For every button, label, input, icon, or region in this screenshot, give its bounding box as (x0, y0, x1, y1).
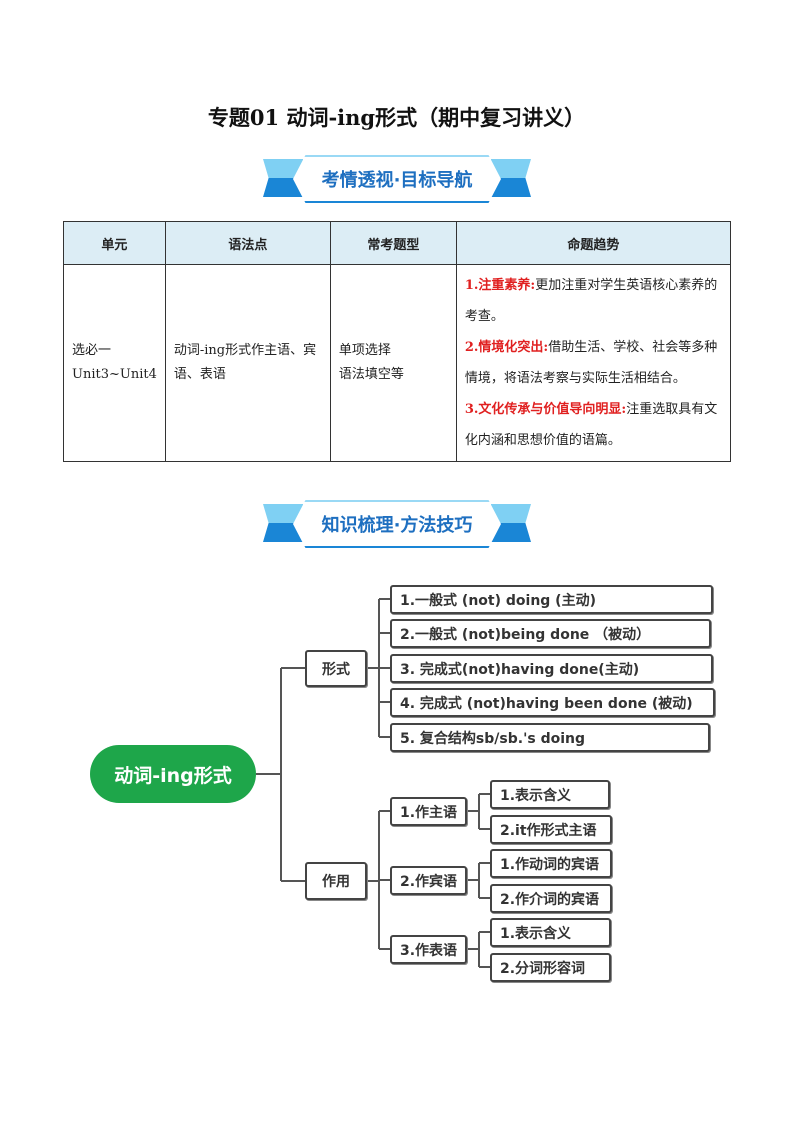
form-item: 1.一般式 (not) doing (主动) (390, 585, 713, 614)
unit-name: 选必一 (72, 343, 112, 358)
unit-cell: 选必一 Unit3~Unit4 (63, 264, 166, 462)
use-group: 2.作宾语 (390, 866, 467, 895)
trend-item: 3.文化传承与价值导向明显:注重选取具有文化内涵和思想价值的语篇。 (465, 394, 722, 456)
use-group: 1.作主语 (390, 797, 467, 826)
use-leaf: 2.分词形容词 (490, 953, 611, 982)
use-leaf: 2.it作形式主语 (490, 815, 612, 844)
trend-label: 2.情境化突出: (464, 340, 549, 355)
exam-info-table: 单元 语法点 常考题型 命题趋势 选必一 Unit3~Unit4 动词-ing形式… (63, 221, 732, 462)
banner-label: 知识梳理·方法技巧 (321, 515, 473, 536)
grammar-cell: 动词-ing形式作主语、宾语、表语 (164, 264, 331, 462)
section-banner-exam: 考情透视·目标导航 (263, 155, 531, 203)
page-title: 专题01 动词-ing形式（期中复习讲义） (207, 105, 586, 130)
type-item: 语法填空等 (338, 367, 404, 382)
form-item: 4. 完成式 (not)having been done (被动) (390, 688, 715, 717)
section-banner-knowledge: 知识梳理·方法技巧 (263, 500, 531, 548)
form-item: 5. 复合结构sb/sb.'s doing (390, 723, 710, 752)
trend-text: 更加注重对学生英语核心素养的考查。 (464, 278, 718, 324)
use-group: 3.作表语 (390, 935, 467, 964)
table-header: 单元 (63, 221, 166, 265)
form-item: 2.一般式 (not)being done （被动） (390, 619, 711, 648)
trend-label: 1.注重素养: (464, 278, 536, 293)
trend-text: 借助生活、学校、社会等多种情境，将语法考察与实际生活相结合。 (464, 340, 718, 386)
use-leaf: 2.作介词的宾语 (490, 884, 612, 913)
use-leaf: 1.表示含义 (490, 780, 610, 809)
trend-item: 1.注重素养:更加注重对学生英语核心素养的考查。 (465, 270, 722, 332)
table-header: 语法点 (164, 221, 331, 265)
form-item: 3. 完成式(not)having done(主动) (390, 654, 713, 683)
use-leaf: 1.表示含义 (490, 918, 611, 947)
table-header: 常考题型 (329, 221, 457, 265)
mindmap-root: 动词-ing形式 (90, 745, 256, 803)
trend-item: 2.情境化突出:借助生活、学校、社会等多种情境，将语法考察与实际生活相结合。 (465, 332, 722, 394)
table-header: 命题趋势 (455, 221, 732, 265)
banner-label: 考情透视·目标导航 (321, 170, 473, 191)
type-item: 单项选择 (338, 343, 391, 358)
trend-text: 注重选取具有文化内涵和思想价值的语篇。 (464, 402, 718, 448)
trend-label: 3.文化传承与价值导向明显: (464, 402, 627, 417)
trend-cell: 1.注重素养:更加注重对学生英语核心素养的考查。 2.情境化突出:借助生活、学校… (455, 264, 732, 462)
node-use: 作用 (305, 862, 367, 900)
use-leaf: 1.作动词的宾语 (490, 849, 612, 878)
unit-range: Unit3~Unit4 (72, 367, 157, 382)
types-cell: 单项选择语法填空等 (329, 264, 457, 462)
node-form: 形式 (305, 650, 367, 687)
